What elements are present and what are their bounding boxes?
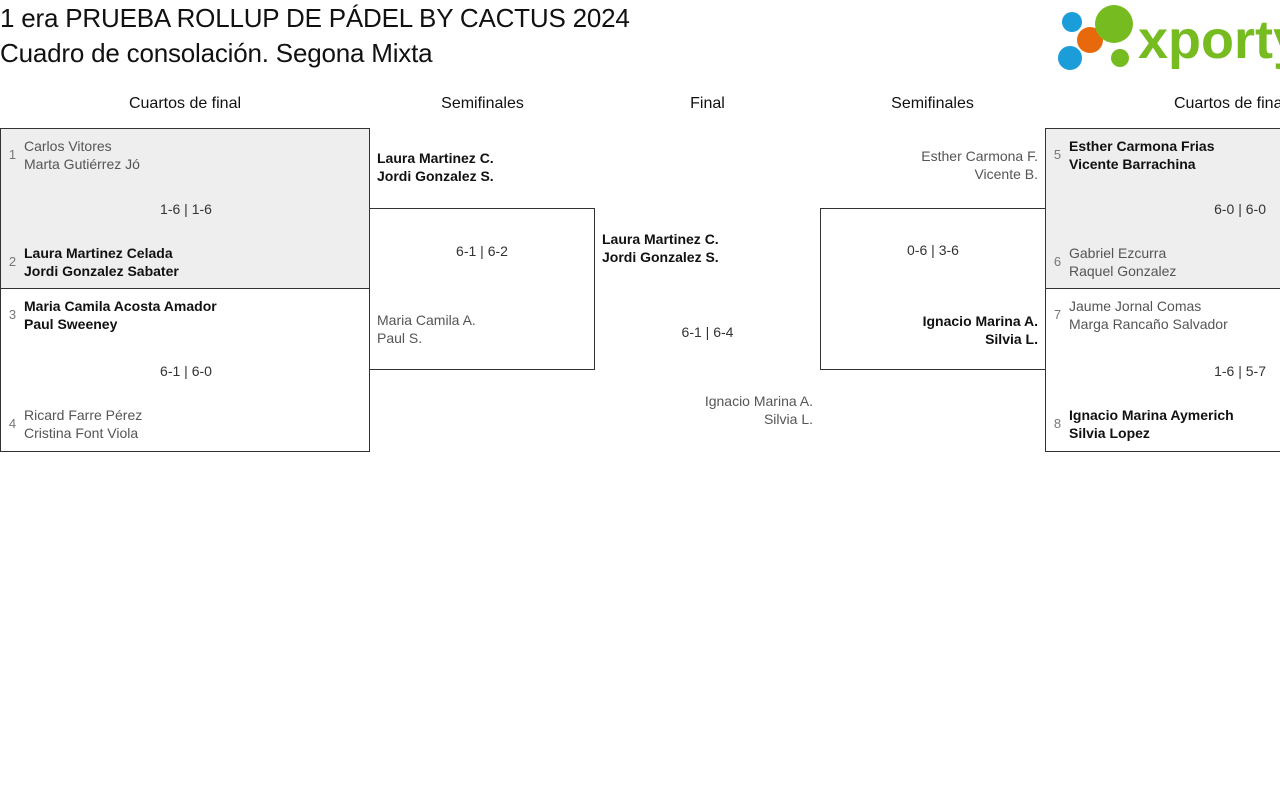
seed-number: 4 [8,416,17,431]
round-header-right-quarterfinals: Cuartos de final [1173,95,1280,112]
player-name-2: Silvia L. [763,411,813,427]
match-final-team-top[interactable]: Laura Martinez C. Jordi Gonzalez S. [602,230,719,266]
logo-wordmark: xporty [1138,10,1280,70]
match-final-team-bottom[interactable]: Ignacio Marina A. Silvia L. [595,392,813,428]
match-left-qf-2-score: 6-1 | 6-0 [160,363,212,379]
match-right-qf-1-score: 6-0 | 6-0 [1214,201,1266,217]
player-name-2: Silvia L. [985,331,1038,347]
player-name-1: Ignacio Marina Aymerich [1069,407,1234,423]
player-name-2: Cristina Font Viola [24,425,139,441]
player-name-1: Ignacio Marina A. [922,313,1038,329]
match-left-semifinal-score: 6-1 | 6-2 [456,243,508,259]
player-name-2: Silvia Lopez [1069,425,1150,441]
player-name-2: Paul S. [377,330,423,346]
player-name-2: Jordi Gonzalez S. [602,249,719,265]
match-left-qf-2-team-bottom[interactable]: 4 Ricard Farre Pérez Cristina Font Viola [7,406,142,442]
player-name-1: Laura Martinez Celada [24,245,173,261]
match-right-semifinal-team-bottom[interactable]: Ignacio Marina A. Silvia L. [820,312,1038,348]
match-left-qf-1-score: 1-6 | 1-6 [160,201,212,217]
round-header-row: Cuartos de final Semifinales Final Semif… [0,95,1280,121]
seed-number: 6 [1053,254,1062,269]
player-name-2: Marta Gutiérrez Jó [24,156,140,172]
player-name-1: Maria Camila A. [377,312,476,328]
player-name-1: Jaume Jornal Comas [1069,298,1202,314]
match-right-qf-2-team-top[interactable]: 7 Jaume Jornal Comas Marga Rancaño Salva… [1052,297,1228,333]
player-name-2: Vicente B. [974,166,1038,182]
tournament-subtitle: Cuadro de consolación. Segona Mixta [0,38,433,68]
player-name-2: Raquel Gonzalez [1069,263,1177,279]
match-right-qf-2-score: 1-6 | 5-7 [1214,363,1266,379]
player-name-1: Gabriel Ezcurra [1069,245,1167,261]
logo-dot-orange [1077,27,1103,53]
match-right-qf-2[interactable]: 7 Jaume Jornal Comas Marga Rancaño Salva… [1045,288,1280,452]
player-name-2: Paul Sweeney [24,316,118,332]
round-header-final: Final [690,95,725,112]
match-right-qf-1-team-bottom[interactable]: 6 Gabriel Ezcurra Raquel Gonzalez [1052,244,1177,280]
match-left-semifinal-team-top[interactable]: Laura Martinez C. Jordi Gonzalez S. [377,149,494,185]
round-header-left-quarterfinals: Cuartos de final [128,95,242,112]
seed-number: 8 [1053,416,1062,431]
match-left-qf-1[interactable]: 1 Carlos Vitores Marta Gutiérrez Jó 1-6 … [0,128,370,289]
player-name-2: Marga Rancaño Salvador [1069,316,1228,332]
match-left-qf-2[interactable]: 3 Maria Camila Acosta Amador Paul Sweene… [0,288,370,452]
logo-dot-blue-bottom [1058,46,1082,70]
match-right-qf-2-team-bottom[interactable]: 8 Ignacio Marina Aymerich Silvia Lopez [1052,406,1234,442]
player-name-1: Esther Carmona F. [921,148,1038,164]
player-name-1: Esther Carmona Frias [1069,138,1215,154]
match-left-qf-2-team-top[interactable]: 3 Maria Camila Acosta Amador Paul Sweene… [7,297,217,333]
round-header-right-semifinals: Semifinales [891,95,974,112]
player-name-1: Laura Martinez C. [377,150,494,166]
seed-number: 3 [8,307,17,322]
xporty-logo[interactable]: xporty [1050,2,1280,72]
player-name-1: Maria Camila Acosta Amador [24,298,217,314]
player-name-1: Laura Martinez C. [602,231,719,247]
player-name-1: Ricard Farre Pérez [24,407,143,423]
player-name-2: Jordi Gonzalez Sabater [24,263,179,279]
player-name-1: Ignacio Marina A. [704,393,813,409]
tournament-title: 1 era PRUEBA ROLLUP DE PÁDEL BY CACTUS 2… [0,3,630,33]
match-right-qf-1[interactable]: 5 Esther Carmona Frias Vicente Barrachin… [1045,128,1280,289]
match-right-semifinal[interactable] [820,208,1046,370]
match-left-semifinal-team-bottom[interactable]: Maria Camila A. Paul S. [377,311,476,347]
logo-dot-green-small [1111,49,1129,67]
page-title: 1 era PRUEBA ROLLUP DE PÁDEL BY CACTUS 2… [0,0,1020,68]
match-left-qf-1-team-top[interactable]: 1 Carlos Vitores Marta Gutiérrez Jó [7,137,140,173]
logo-dot-green-large [1095,5,1133,43]
seed-number: 7 [1053,307,1062,322]
seed-number: 5 [1053,147,1062,162]
player-name-2: Vicente Barrachina [1069,156,1196,172]
round-header-left-semifinals: Semifinales [441,95,524,112]
match-right-semifinal-team-top[interactable]: Esther Carmona F. Vicente B. [820,147,1038,183]
player-name-2: Jordi Gonzalez S. [377,168,494,184]
match-right-semifinal-score: 0-6 | 3-6 [907,242,959,258]
seed-number: 2 [8,254,17,269]
match-right-qf-1-team-top[interactable]: 5 Esther Carmona Frias Vicente Barrachin… [1052,137,1215,173]
match-left-qf-1-team-bottom[interactable]: 2 Laura Martinez Celada Jordi Gonzalez S… [7,244,179,280]
match-final-score: 6-1 | 6-4 [681,324,734,340]
match-left-semifinal[interactable] [369,208,595,370]
player-name-1: Carlos Vitores [24,138,112,154]
seed-number: 1 [8,147,17,162]
logo-dot-blue-top [1062,12,1082,32]
